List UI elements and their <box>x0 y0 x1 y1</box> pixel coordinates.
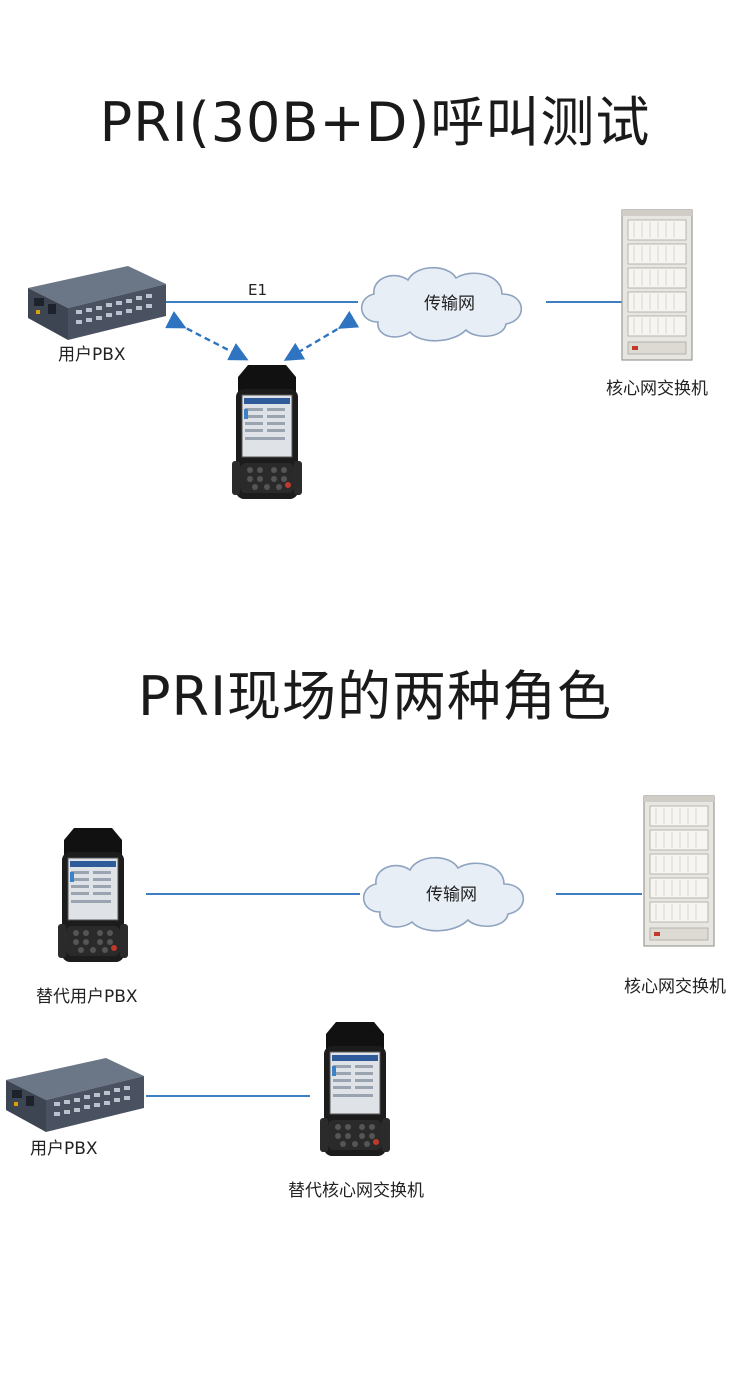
core-switch-cabinet-icon-2 <box>643 795 715 947</box>
tester-to-link-arrow-right <box>283 310 360 361</box>
user-pbx-icon-2 <box>6 1058 144 1132</box>
handheld-tester-icon <box>231 364 303 500</box>
user-pbx-label: 用户PBX <box>58 345 126 365</box>
transport-network-label-2: 传输网 <box>426 885 477 905</box>
section2-title: PRI现场的两种角色 <box>137 665 612 728</box>
transport-network-label: 传输网 <box>424 294 475 314</box>
core-switch-label: 核心网交换机 <box>606 379 708 399</box>
tester-as-switch-label: 替代核心网交换机 <box>288 1181 424 1201</box>
user-pbx-label-2: 用户PBX <box>30 1139 98 1159</box>
tester-as-switch-icon <box>319 1021 391 1157</box>
tester-as-pbx-icon <box>57 827 129 963</box>
user-pbx-icon <box>28 266 166 340</box>
core-switch-cabinet-icon <box>621 209 693 361</box>
tester-as-pbx-label: 替代用户PBX <box>36 987 138 1007</box>
e1-link-label: E1 <box>248 281 268 299</box>
core-switch-label-2: 核心网交换机 <box>624 977 726 997</box>
section1-title: PRI(30B+D)呼叫测试 <box>99 91 651 154</box>
tester-to-link-arrow-left <box>165 311 249 361</box>
